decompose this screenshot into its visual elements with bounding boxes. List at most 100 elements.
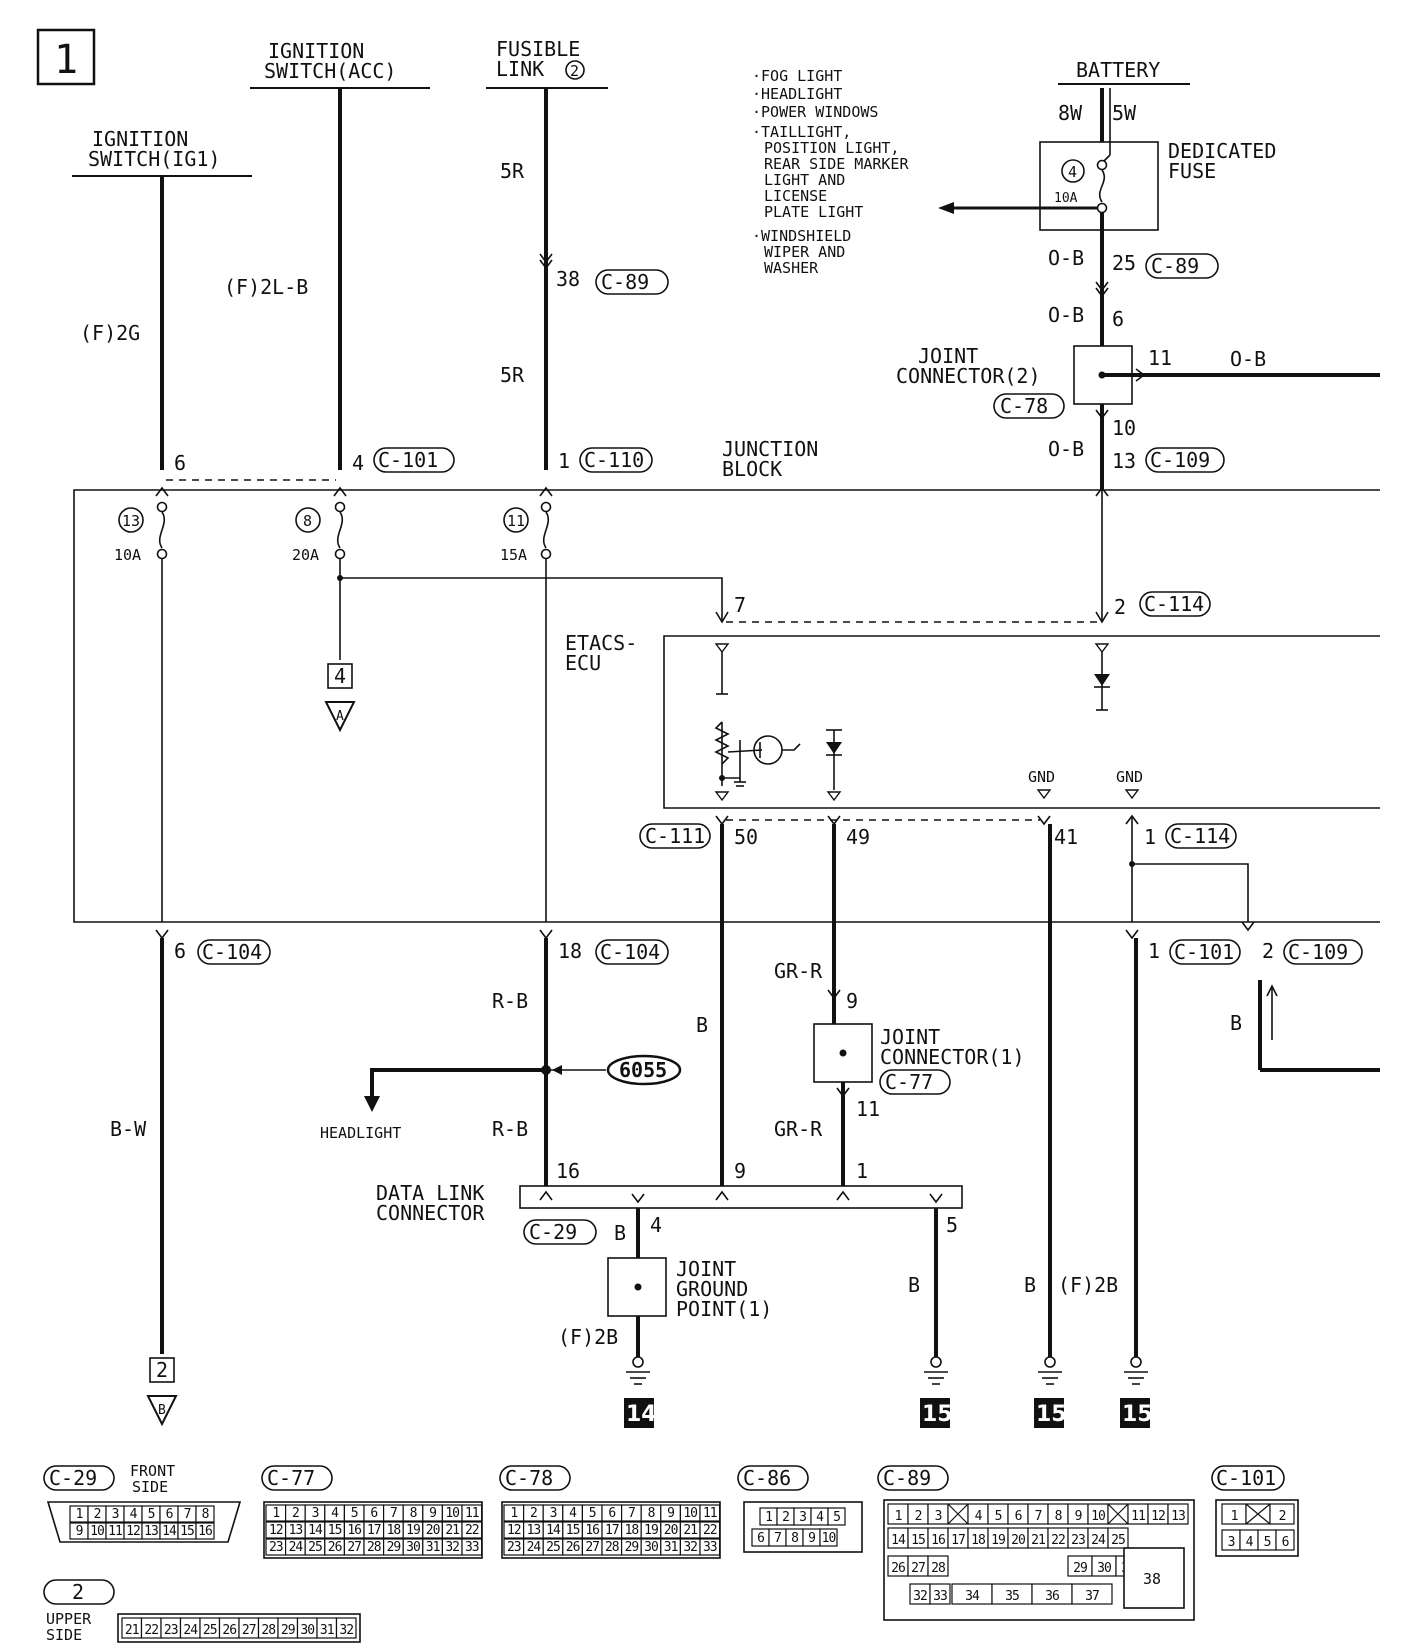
connector-pin-cell: 18 [383, 1521, 404, 1539]
connector-pin-cell: 8 [785, 1528, 804, 1547]
connector-pin-number: 1 [765, 1510, 772, 1525]
connector-pin-number: 5 [995, 1509, 1002, 1524]
connector-pin-cell: 27 [581, 1538, 603, 1556]
connector-pin-cell: 8 [402, 1504, 424, 1522]
pin-2-c114: 2 [1114, 595, 1126, 619]
connector-pin-cell: 17 [601, 1521, 623, 1539]
pin-4-dl: 4 [650, 1213, 662, 1237]
dedicated-fuse: 4 10A DEDICATED FUSE [938, 88, 1276, 231]
conn-c114-b: C-114 [1170, 824, 1230, 848]
connector-pin-cell: 26 [887, 1555, 909, 1577]
connector-pin-number: 33 [933, 1589, 947, 1604]
connector-pin-cell: 3 [793, 1507, 812, 1526]
cv-jb2-name: 2 [72, 1580, 84, 1604]
connector-pin-number: 32 [913, 1589, 927, 1604]
connector-pin-number: 4 [1246, 1535, 1254, 1550]
connector-pin-number: 11 [108, 1524, 122, 1539]
jgp-label-2: GROUND [676, 1277, 748, 1301]
connector-pin-number: 16 [347, 1523, 361, 1538]
connector-pin-number: 3 [550, 1506, 557, 1521]
page-ref-a: 4 A [324, 663, 356, 733]
wire-color-ob4: O-B [1230, 347, 1266, 371]
wire-fusible-link: 5R 38 C-89 5R 1 C-110 [500, 88, 669, 473]
connector-pin-number: 17 [605, 1523, 619, 1538]
connector-pin-cell: 8 [195, 1505, 215, 1523]
connector-pin-cell: 9 [802, 1528, 821, 1547]
connector-pin-number: 3 [1228, 1535, 1235, 1550]
connector-pin-number: 22 [144, 1623, 158, 1638]
connector-pin-cell: 4 [324, 1504, 345, 1522]
source-battery: BATTERY 8W 5W [1058, 58, 1190, 125]
fuse-8-rating: 20A [292, 546, 319, 564]
ground-point-15a: 15 [922, 1402, 953, 1427]
pin-1-fl: 1 [558, 449, 570, 473]
connector-pin-cell: 2 [776, 1507, 795, 1526]
connector-pin-number: 17 [951, 1533, 965, 1548]
ig1-label-line2: SWITCH(IG1) [88, 147, 220, 171]
connector-pin-cell: 12 [503, 1521, 525, 1539]
connector-pin-number: 26 [891, 1561, 905, 1576]
connector-pin-cell: 4 [810, 1507, 829, 1526]
ground-symbol-15a: 15 [920, 1356, 953, 1428]
connector-pin-cell: 12 [1147, 1503, 1169, 1525]
pin-50: 50 [734, 825, 758, 849]
connector-pin-number: 4 [975, 1509, 983, 1524]
cv-c29-name: C-29 [49, 1466, 97, 1490]
connector-pin-number: 13 [527, 1523, 541, 1538]
connector-pin-number: 1 [895, 1509, 902, 1524]
connector-pin-cell: 20 [660, 1521, 681, 1539]
connector-pin-cell: 14 [887, 1527, 909, 1549]
connector-pin-cell: 16 [195, 1522, 215, 1540]
connector-pin-number: 4 [569, 1506, 577, 1521]
data-link-label-1: DATA LINK [376, 1181, 484, 1205]
ground-symbol-15b: 15 [1034, 1356, 1067, 1428]
connector-pin-number: 4 [130, 1507, 138, 1522]
connector-pin-cell: 13 [141, 1522, 161, 1540]
wire-color-f2lb: (F)2L-B [224, 275, 308, 299]
connector-pin-number: 15 [911, 1533, 925, 1548]
conn-c89-a: C-89 [601, 270, 649, 294]
connector-pin-cell: 30 [402, 1538, 424, 1556]
connector-pin-cell: 27 [907, 1555, 929, 1577]
connector-pin-number: 24 [183, 1623, 198, 1638]
pin-11-jc2: 11 [1148, 346, 1172, 370]
fuse-11-rating: 15A [500, 546, 527, 564]
connector-pin-cell: 28 [363, 1538, 385, 1556]
wire-color-f2b-41: (F)2B [1058, 1273, 1118, 1297]
pin-16: 16 [556, 1159, 580, 1183]
cv-jb2-note-1: UPPER [46, 1610, 92, 1628]
connector-pin-number: 8 [1055, 1509, 1062, 1524]
wire-acc: (F)2L-B 4 C-101 [224, 88, 455, 475]
connector-pin-number: 9 [429, 1506, 436, 1521]
conn-c104-b: C-104 [600, 940, 660, 964]
connector-pin-number: 6 [757, 1531, 764, 1546]
connector-pin-cell: 28 [927, 1555, 949, 1577]
connector-pin-number: 30 [300, 1623, 314, 1638]
connector-pin-cell: 16 [927, 1527, 949, 1549]
connector-pin-cell: 2 [907, 1503, 929, 1525]
battery-label: BATTERY [1076, 58, 1160, 82]
connector-pin-number: 20 [426, 1523, 440, 1538]
ground-symbol-14: 14 [624, 1356, 657, 1428]
connector-pin-number: 12 [1151, 1509, 1165, 1524]
acc-label-line2: SWITCH(ACC) [264, 59, 396, 83]
connector-pin-number: 21 [125, 1623, 139, 1638]
connector-pin-cell: 9 [69, 1522, 89, 1540]
connector-pin-cell: 19 [402, 1521, 424, 1539]
feed-7: LICENSE [764, 187, 827, 205]
connector-pin-number: 7 [628, 1506, 635, 1521]
feed-10: WIPER AND [764, 243, 845, 261]
pin-41: 41 [1054, 825, 1078, 849]
connector-pin-number: 31 [426, 1540, 440, 1555]
pin-11-jc1: 11 [856, 1097, 880, 1121]
jgp-label-3: POINT(1) [676, 1297, 772, 1321]
jc2-label-2: CONNECTOR(2) [896, 364, 1041, 388]
connector-pin-number: 2 [915, 1509, 922, 1524]
connector-pin-number: 29 [1073, 1561, 1087, 1576]
conn-c89-b: C-89 [1151, 254, 1199, 278]
wire-b-5: 5 B [908, 1208, 958, 1358]
connector-pin-cell: 11 [1127, 1503, 1149, 1525]
connector-pin-number: 10 [1091, 1509, 1105, 1524]
